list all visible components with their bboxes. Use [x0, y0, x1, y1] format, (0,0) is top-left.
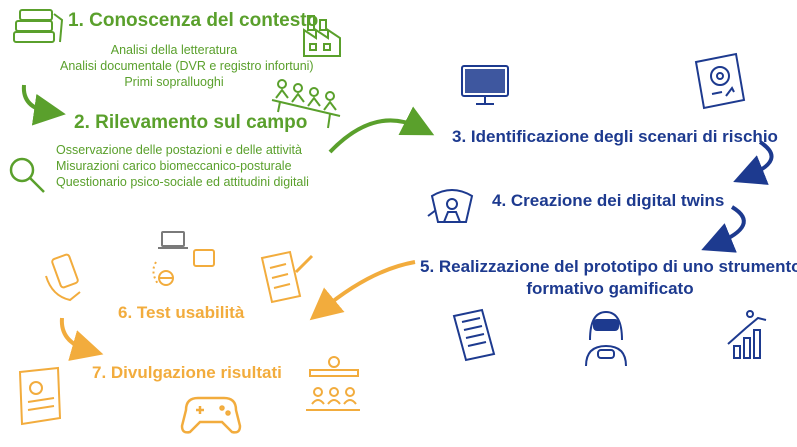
step-5-title-line-2: formativo gamificato [526, 279, 694, 298]
digital-twin-icon [427, 189, 474, 223]
step-3-title: 3. Identificazione degli scenari di risc… [452, 127, 778, 146]
workers-icon [271, 79, 341, 129]
step-2-title: 2. Rilevamento sul campo [74, 112, 308, 133]
arrow-3-to-4 [733, 140, 774, 185]
step-2-detail: Questionario psico-sociale ed attitudini… [56, 175, 309, 189]
monitor-icon [461, 65, 509, 105]
step-2-detail: Osservazione delle postazioni e delle at… [56, 143, 302, 157]
step-1-details: Analisi della letteratura Analisi docume… [60, 42, 314, 90]
step-2-detail: Misurazioni carico biomeccanico-postural… [56, 159, 292, 173]
laptop-gear-icon [694, 52, 746, 110]
presentation-icon [306, 356, 360, 411]
step-1-detail: Analisi documentale (DVR e registro info… [60, 59, 314, 73]
step-5-title-line-1: 5. Realizzazione del prototipo di uno st… [420, 257, 797, 276]
arrow-5-to-6 [309, 260, 416, 321]
vr-gamer-icon [585, 310, 627, 367]
step-4-title: 4. Creazione dei digital twins [492, 191, 725, 210]
checklist-icon [260, 250, 314, 304]
phone-hand-icon [45, 253, 81, 302]
arrow-1-to-2 [21, 84, 66, 126]
magnifier-icon [9, 157, 45, 193]
step-7-title: 7. Divulgazione risultati [92, 363, 282, 382]
step-5-title: 5. Realizzazione del prototipo di uno st… [420, 256, 797, 300]
arrow-4-to-5 [701, 205, 746, 253]
step-6-title: 6. Test usabilità [118, 303, 245, 322]
step-1-detail: Primi sopralluoghi [124, 75, 224, 89]
arrow-6-to-7 [59, 317, 104, 361]
arrow-2-to-3 [328, 106, 435, 154]
step-1-title: 1. Conoscenza del contesto [68, 10, 319, 31]
step-1-detail: Analisi della letteratura [110, 43, 238, 57]
newspaper-icon [18, 366, 62, 426]
factory-icon [303, 15, 341, 57]
gamepad-icon [180, 396, 242, 434]
books-icon [13, 9, 64, 43]
growth-chart-icon [727, 310, 767, 359]
network-icon [152, 231, 215, 286]
step-2-details: Osservazione delle postazioni e delle at… [56, 142, 309, 190]
document-icon [452, 308, 496, 362]
